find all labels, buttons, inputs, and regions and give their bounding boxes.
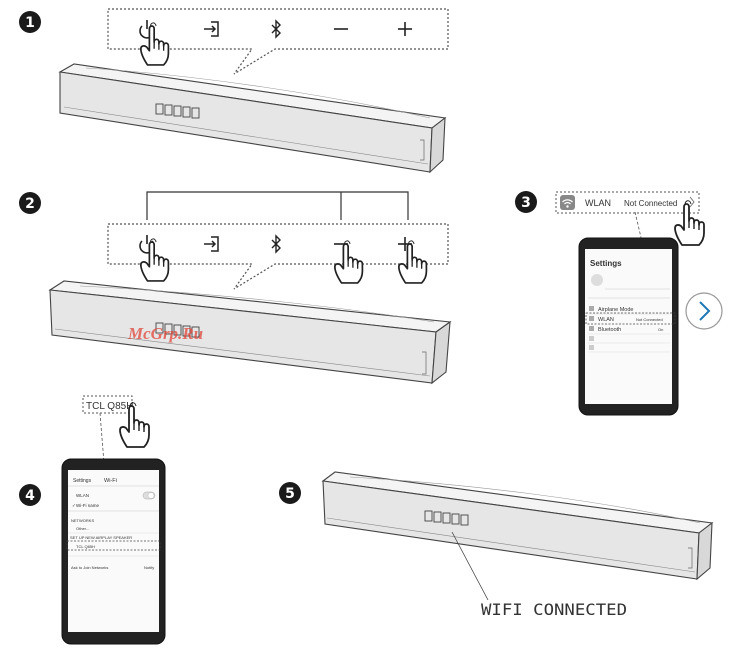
step-3: 3 WLAN Not Connected Settings Airplane M… [515,191,723,416]
plus-icon [398,22,412,36]
wlan-popup-label: WLAN [585,198,611,208]
settings-row-value: Not Connected [636,317,663,322]
settings-row-wlan: WLAN Not Connected [589,316,663,323]
setup-label: SET UP NEW AIRPLAY SPEAKER [70,535,132,540]
chevron-right-icon [689,196,695,208]
soundbar [321,471,714,581]
button-callout [107,8,449,75]
input-icon [204,21,219,37]
other-label: Other... [76,526,89,531]
wlan-popup [555,191,700,214]
back-label: Settings [73,478,92,484]
leader-line [451,531,489,601]
check-icon: ✓ [72,503,76,508]
phone-settings: Settings Airplane Mode WLAN Not Connecte… [578,237,679,416]
wlan-toggle-label: WLAN [76,493,89,498]
device-highlight [66,540,161,551]
step-5: 5 WIFI CONNECTED [279,471,714,619]
settings-row-label: Airplane Mode [598,307,633,313]
step-badge [515,191,537,213]
next-arrow-button [685,292,723,330]
wlan-highlight [585,312,676,325]
bracket-line [146,191,409,220]
settings-row-label: Bluetooth [598,327,621,333]
step-number: 3 [521,195,531,211]
wifi-icon [562,199,573,208]
step-1: 1 [19,8,449,174]
wlan-popup-status: Not Connected [624,199,677,208]
soundbar-display [424,510,469,526]
device-tag [82,395,133,414]
input-icon [204,236,219,252]
bluetooth-icon [271,19,281,39]
display-readout: WIFI CONNECTED [481,600,627,619]
connected-network: Wi-Fi name [76,503,99,508]
step-badge [19,192,41,214]
soundbar-display [155,322,200,338]
button-callout [107,223,449,290]
device-entry: TCL Q85H [76,544,95,549]
phone-wifi: Settings Wi-Fi WLAN Wi-Fi name ✓ NETWORK… [61,458,166,645]
step-number: 2 [25,196,35,212]
wifi-title: Wi-Fi [104,478,117,484]
soundbar [48,280,452,385]
ask-join-value: Notify [144,565,154,570]
chevron-right-icon [699,301,711,321]
step-badge [279,482,301,504]
soundbar [58,63,447,174]
step-number: 4 [25,488,35,504]
watermark: McGrp.Ru [127,324,203,343]
settings-title: Settings [590,259,622,268]
device-tag-label: TCL Q85H [86,401,133,412]
step-badge [19,11,41,33]
soundbar-display [155,103,200,119]
ask-join-label: Ask to Join Networks [71,565,108,570]
settings-row-airplane: Airplane Mode [588,306,670,315]
bluetooth-icon [271,234,281,254]
step-number: 5 [285,486,295,502]
step-2: 2 [19,191,452,385]
step-number: 1 [25,15,35,31]
networks-header: NETWORKS [71,518,94,523]
step-4: 4 TCL Q85H Settings Wi-Fi WLAN Wi-Fi nam… [19,395,166,645]
avatar [591,274,603,286]
settings-row-value: On [658,327,663,332]
step-badge [19,484,41,506]
settings-row-label: WLAN [598,317,614,323]
settings-row-bluetooth: Bluetooth On [588,326,670,335]
